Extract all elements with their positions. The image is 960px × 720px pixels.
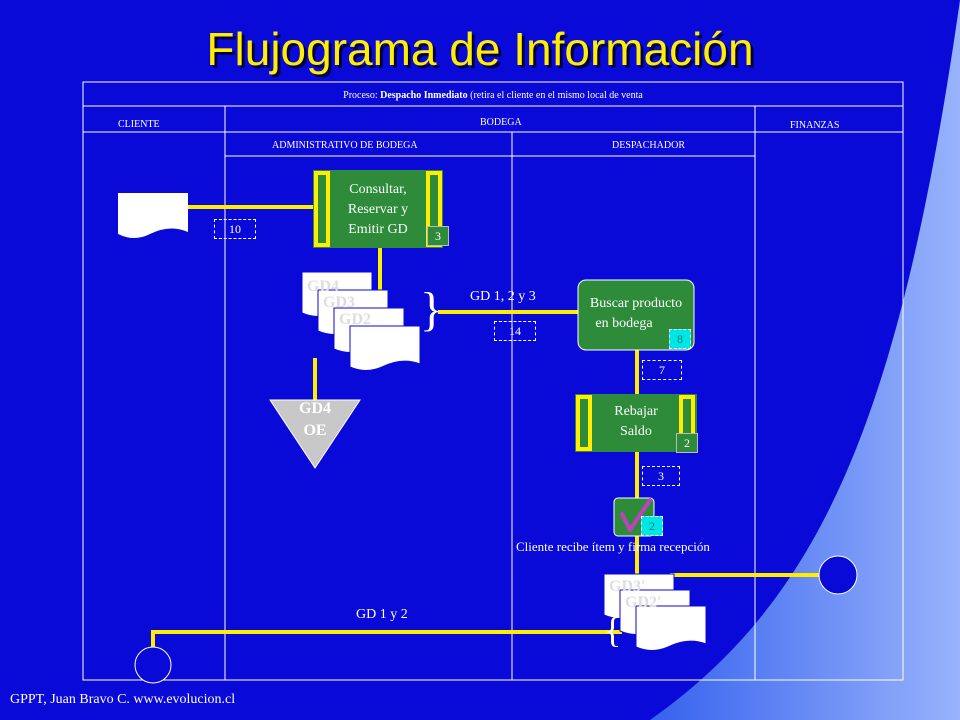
document-oe-shape [118,193,188,238]
gdp-stack-label-3: GD3' [609,578,646,595]
consultar-process-shape [313,170,443,248]
step-number-7: 7 [642,360,682,380]
buscar-process-shape [577,279,695,351]
consultar-line-3: Emitir GD [348,222,408,237]
step-number-3: 3 [642,466,680,486]
rebajar-line-1: Rebajar [614,404,658,419]
consultar-line-1: Consultar, [349,182,407,197]
process-detail: (retira el cliente en el mismo local de … [470,90,643,101]
step-number-14: 14 [494,321,536,341]
document-oe-label: OE [122,200,144,216]
check-mark-icon [620,498,652,532]
gdp-stack-label-2: GD2' [625,594,662,611]
flow-label-cliente-recibe: Cliente recibe ítem y firma recepción [516,539,710,554]
flow-label-gd123: GD 1, 2 y 3 [470,289,536,304]
rebajar-process-text: Rebajar Saldo [590,402,682,442]
process-header: Proceso: Despacho Inmediato (retira el c… [0,90,960,101]
gd-stack-shapes [301,271,421,371]
rebajar-line-2: Saldo [620,424,652,439]
connector-lines [151,205,822,650]
check-badge: 2 [641,516,663,536]
consultar-badge: 3 [427,226,449,246]
buscar-badge: 8 [669,329,691,349]
connector-circle-finanzas [818,555,858,595]
rebajar-badge: 2 [676,433,698,453]
gd-stack-label-1: GD1 [355,328,387,345]
swimlane-grid [82,81,904,681]
sublane-despachador-label: DESPACHADOR [612,140,685,151]
sublane-admin-label: ADMINISTRATIVO DE BODEGA [272,140,418,151]
gd-stack-label-3: GD3 [323,294,355,311]
connector-circle-cliente [134,646,172,684]
file-label-2: OE [303,422,327,439]
footer-credit: GPPT, Juan Bravo C. www.evolucion.cl [10,692,236,707]
lane-bodega-label: BODEGA [480,117,522,128]
consultar-line-2: Reservar y [347,202,409,217]
flow-label-gd12: GD 1 y 2 [356,607,408,622]
process-prefix: Proceso: [343,90,378,101]
background-light-swoosh [650,0,960,720]
lane-cliente-label: CLIENTE [118,119,160,130]
buscar-line-1: Buscar producto [589,296,683,311]
buscar-process-text: Buscar producto en bodega [578,294,694,334]
lane-finanzas-label: FINANZAS [790,120,840,131]
gd-stack-label-2: GD2 [339,311,371,328]
gd-stack-label-4: GD4 [307,278,339,295]
file-triangle-shape [269,399,361,469]
file-label-1: GD4 [299,400,331,417]
brace-right: } [420,283,444,336]
page-title: Flujograma de Información [206,23,754,75]
consultar-process-text: Consultar, Reservar y Emitir GD [330,180,426,240]
brace-left: { [604,610,622,650]
process-name: Despacho Inmediato [380,90,468,101]
gdp-stack-shapes [603,573,707,651]
buscar-line-2: en bodega [595,316,653,331]
gdp-stack-label-1: GD1' [641,612,678,629]
step-number-10: 10 [214,219,256,239]
